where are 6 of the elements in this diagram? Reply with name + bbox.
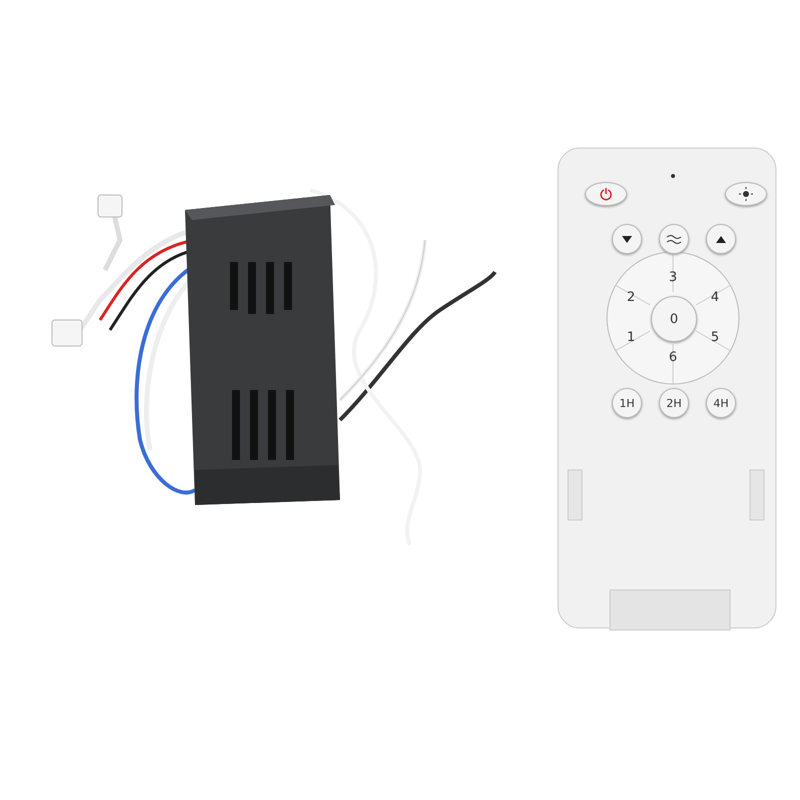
number-key: 2 <box>621 288 641 306</box>
number-key: 1 <box>621 328 641 346</box>
number-key: 4 <box>705 288 725 306</box>
number-key: 5 <box>705 328 725 346</box>
number-key: 3 <box>663 268 683 286</box>
number-key: 6 <box>663 348 683 366</box>
